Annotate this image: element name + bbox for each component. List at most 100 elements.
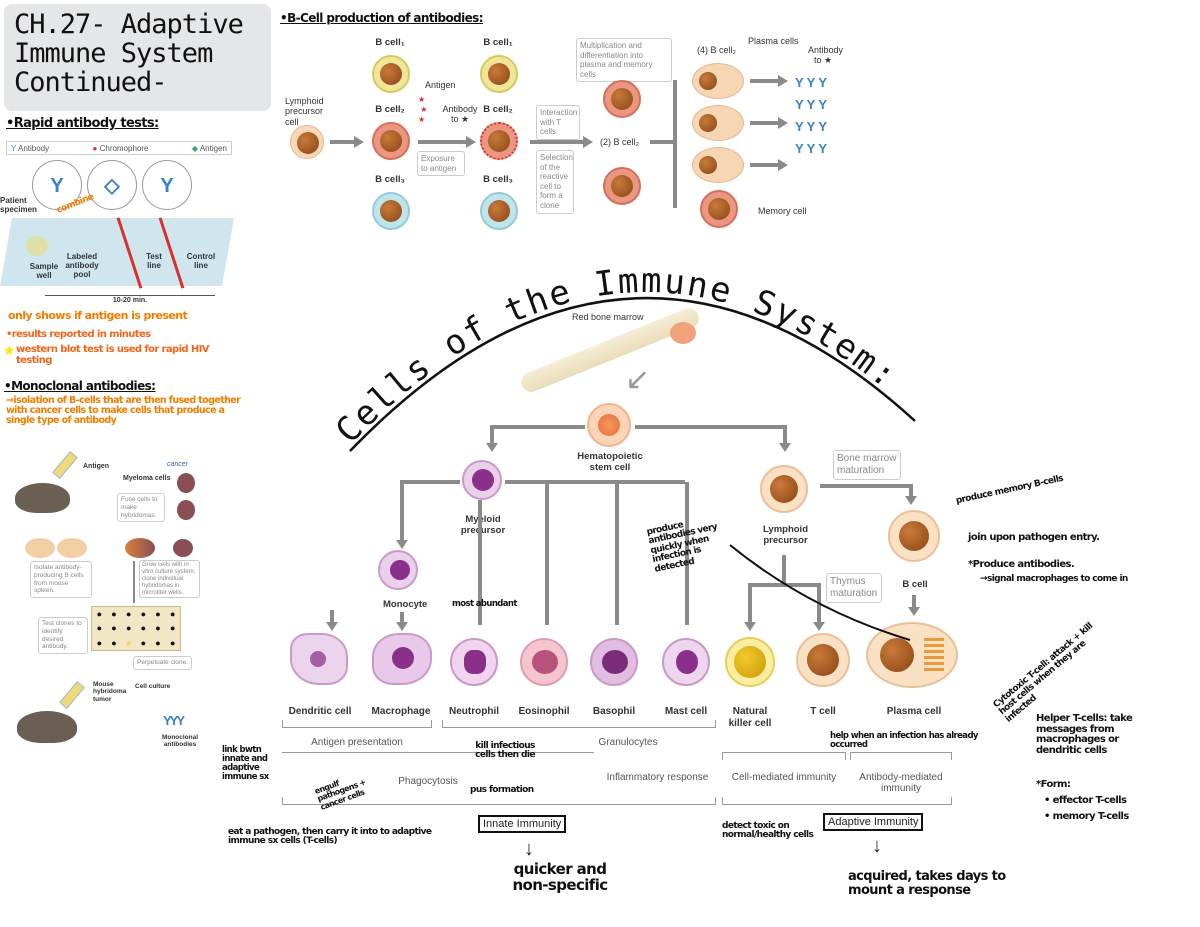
monocyte-label: Monocyte xyxy=(383,599,428,610)
sample-well xyxy=(26,236,48,256)
zoom-circle-1: Y xyxy=(32,160,82,210)
page-title: CH.27- Adaptive Immune System Continued- xyxy=(14,9,244,98)
note-link: link bwtn innate and adaptive immune sx xyxy=(222,745,269,782)
myeloid-precursor xyxy=(462,460,502,500)
immune-heading-text: Cells of the Immune System: xyxy=(328,261,903,451)
bracket-innate xyxy=(282,797,716,805)
arrow xyxy=(330,140,356,144)
b-cell-3 xyxy=(372,192,410,230)
antigen-label: Antigen xyxy=(83,463,110,470)
myeloma-label: Myeloma cells xyxy=(123,475,171,482)
b-cell-3 xyxy=(480,192,518,230)
b-cell xyxy=(57,538,87,558)
memory-cell-label: Memory cell xyxy=(758,206,807,216)
perpetuate-box: Perpetuate clone. xyxy=(133,656,192,670)
zoom-circle-2: ◇ xyxy=(87,160,137,210)
macrophage xyxy=(372,633,432,685)
marrow xyxy=(670,322,696,344)
antibody-mediated-label: Antibody-mediated immunity xyxy=(859,772,943,794)
chromophore-icon: ● xyxy=(92,143,98,153)
note-pus: pus formation xyxy=(470,785,534,795)
plasma-cell xyxy=(692,105,744,141)
curved-arrow: ↙ xyxy=(625,363,651,396)
arrow-down-icon: ↓ xyxy=(524,838,534,860)
cell-label-plasma: Plasma cell xyxy=(886,706,942,717)
rapid-tests-heading: •Rapid antibody tests: xyxy=(6,116,159,131)
innate-immunity-label: Innate Immunity xyxy=(478,815,567,833)
b2-label-2: B cell₂ xyxy=(483,104,513,115)
plasma-cells-label: Plasma cells xyxy=(748,36,799,46)
antigen-label: Antigen xyxy=(425,80,456,90)
memory-cell xyxy=(700,190,738,228)
note-cytotoxic: Cytotoxic T-cell: attack + kill host cel… xyxy=(991,621,1095,725)
b1-label: B cell₁ xyxy=(375,37,405,48)
note-most-abundant: most abundant xyxy=(452,599,517,609)
b-cell-1 xyxy=(372,55,410,93)
isolate-box: Isolate antibody-producing B cells from … xyxy=(30,561,92,599)
plasma-cell xyxy=(692,147,744,183)
b-cell-label: B cell xyxy=(902,579,928,590)
b2-clone-label: (2) B cell₂ xyxy=(600,137,640,147)
basophil xyxy=(590,638,638,686)
time-label: 10-20 min. xyxy=(112,297,148,304)
myeloid-label: Myeloid precursor xyxy=(460,514,506,536)
exposure-box: Exposure to antigen xyxy=(417,151,465,177)
note-tcell-help: help when an infection has already occur… xyxy=(830,731,978,750)
cell-label-mast: Mast cell xyxy=(664,706,708,717)
sample-well-label: Sample well xyxy=(29,262,59,281)
rapid-legend: Y Antibody ● Chromophore ◆ Antigen xyxy=(6,141,232,155)
antigen-stars: ★ ★★ xyxy=(418,95,428,124)
antibody-to-label-2: Antibody to ★ xyxy=(808,45,844,66)
rapid-note-2: •results reported in minutes xyxy=(6,329,151,340)
myeloma-cell xyxy=(173,539,193,557)
t-cell xyxy=(796,633,850,687)
title-box xyxy=(4,4,271,111)
mono-label: Monoclonal antibodies xyxy=(161,734,199,749)
bracket-antibody-mediated xyxy=(850,752,952,760)
b-cell-2 xyxy=(372,122,410,160)
plasma-link-line xyxy=(729,544,911,641)
branch-vertical xyxy=(673,80,677,208)
b-cell-2-clone xyxy=(603,167,641,205)
multiplication-box: Multiplication and differentiation into … xyxy=(576,38,672,83)
note-produce-antibodies: *Produce antibodies. xyxy=(968,559,1075,570)
control-line-label: Control line xyxy=(186,252,216,271)
myeloma-cell xyxy=(177,500,195,520)
monoclonal-figure: Antigen Myeloma cells cancer Fuse cells … xyxy=(5,443,200,750)
b3-label-2: B cell₃ xyxy=(483,174,513,185)
dendritic-cell xyxy=(290,633,348,685)
arrow xyxy=(530,140,585,144)
note-adaptive: acquired, takes days to mount a response xyxy=(848,869,1006,898)
stem-cell xyxy=(587,403,631,447)
note-engulf: engulf pathogens + cancer cells xyxy=(313,778,367,812)
note-kill: kill infectious cells then die xyxy=(475,741,535,761)
fuse-box: Fuse cells to make hybridomas. xyxy=(117,493,165,523)
note-helper: Helper T-cells: take messages from macro… xyxy=(1036,713,1133,756)
immune-heading-curved: Cells of the Immune System: xyxy=(328,261,916,452)
thymus-box: Thymus maturation xyxy=(826,573,882,603)
granulocytes-label: Granulocytes xyxy=(598,737,658,748)
selection-box: Selection of the reactive cell to form a… xyxy=(536,150,574,214)
b-cell-2-activated xyxy=(480,122,518,160)
cell-label-dendritic: Dendritic cell xyxy=(288,706,352,717)
plasma-cell xyxy=(692,63,744,99)
zoom-circle-3: Y xyxy=(142,160,192,210)
antigen-icon: ◆ xyxy=(191,143,199,153)
b1-label-2: B cell₁ xyxy=(483,37,513,48)
antibody-to-label: Antibody to ★ xyxy=(442,104,478,125)
natural-killer-cell xyxy=(725,637,775,687)
cell-label-nk: Natural killer cell xyxy=(728,706,772,729)
cell-label-macrophage: Macrophage xyxy=(371,706,431,717)
bracket-antigen-presentation xyxy=(282,720,432,728)
note-nk: detect toxic on normal/healthy cells xyxy=(722,821,814,841)
b-cell xyxy=(25,538,55,558)
test-line-label: Test line xyxy=(146,252,162,271)
grow-box: Grow cells with in vitro culture system;… xyxy=(139,560,200,599)
note-signal: →signal macrophages to come in xyxy=(980,574,1128,584)
time-arrow xyxy=(45,295,215,296)
hybridoma-cell xyxy=(125,538,155,558)
phagocytosis-label: Phagocytosis xyxy=(398,776,458,787)
note-eat: eat a pathogen, then carry it into to ad… xyxy=(228,827,432,847)
b-cell-1 xyxy=(480,55,518,93)
note-effector: • effector T-cells xyxy=(1044,795,1127,806)
